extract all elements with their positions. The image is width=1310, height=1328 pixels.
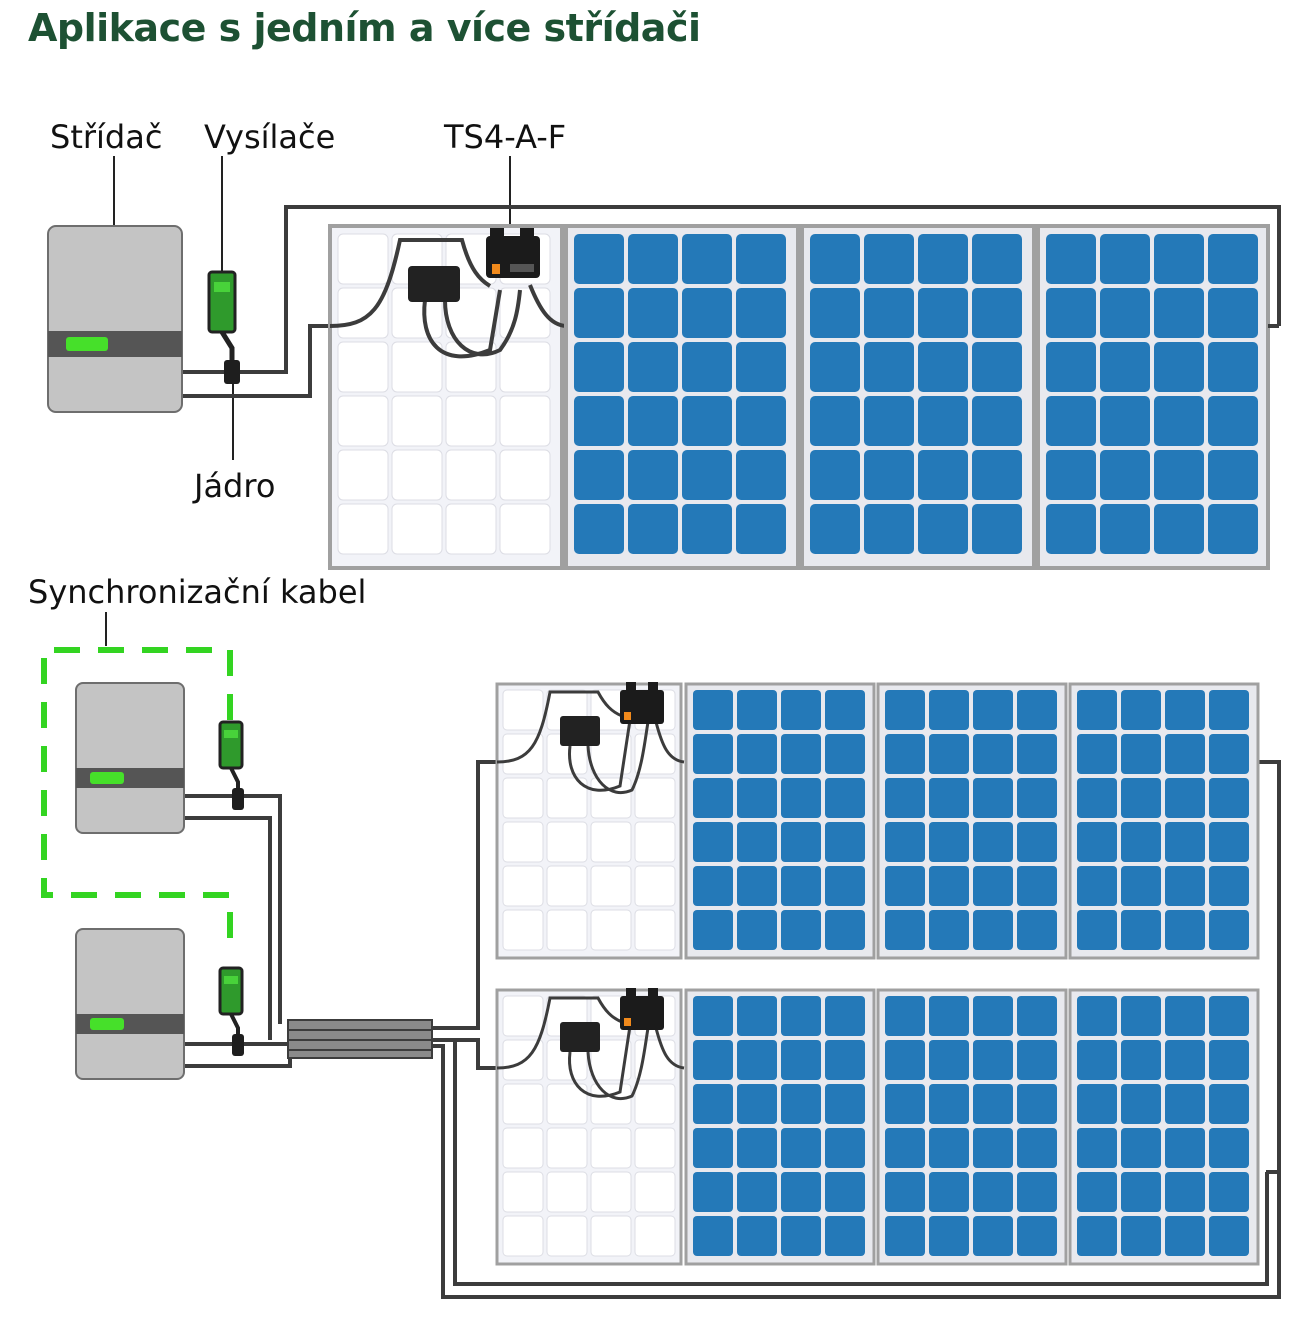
panel-lower-b3 <box>876 988 1068 1266</box>
label-inverter: Střídač <box>50 118 162 156</box>
transmitter-upper <box>207 270 240 384</box>
panel-lower-b2 <box>684 988 876 1266</box>
transmitter-lower-2 <box>218 966 244 1056</box>
label-transmitters: Vysílače <box>204 118 335 156</box>
panel-upper-2 <box>564 224 800 570</box>
label-core: Jádro <box>192 467 275 505</box>
panel-upper-3 <box>800 224 1036 570</box>
label-sync-cable: Synchronizační kabel <box>28 573 366 611</box>
inverter-lower-1 <box>75 682 185 834</box>
panel-lower-b1 <box>495 988 685 1266</box>
combiner <box>287 1019 433 1059</box>
panel-upper-4 <box>1036 224 1270 570</box>
panel-lower-b4 <box>1068 988 1260 1266</box>
cable-upper <box>182 205 1281 398</box>
cable-lower <box>184 760 1281 1299</box>
page-title: Aplikace s jedním a více střídači <box>28 6 701 50</box>
panel-lower-a4 <box>1068 682 1260 960</box>
inverter-lower-2 <box>75 928 185 1080</box>
sync-cable <box>41 647 233 945</box>
inverter-upper <box>47 225 183 413</box>
transmitter-lower-1 <box>218 720 244 810</box>
label-ts4: TS4-A-F <box>443 118 566 156</box>
panel-lower-a3 <box>876 682 1068 960</box>
panel-upper-1 <box>328 224 567 570</box>
panel-lower-a1 <box>495 682 685 960</box>
panel-lower-a2 <box>684 682 876 960</box>
